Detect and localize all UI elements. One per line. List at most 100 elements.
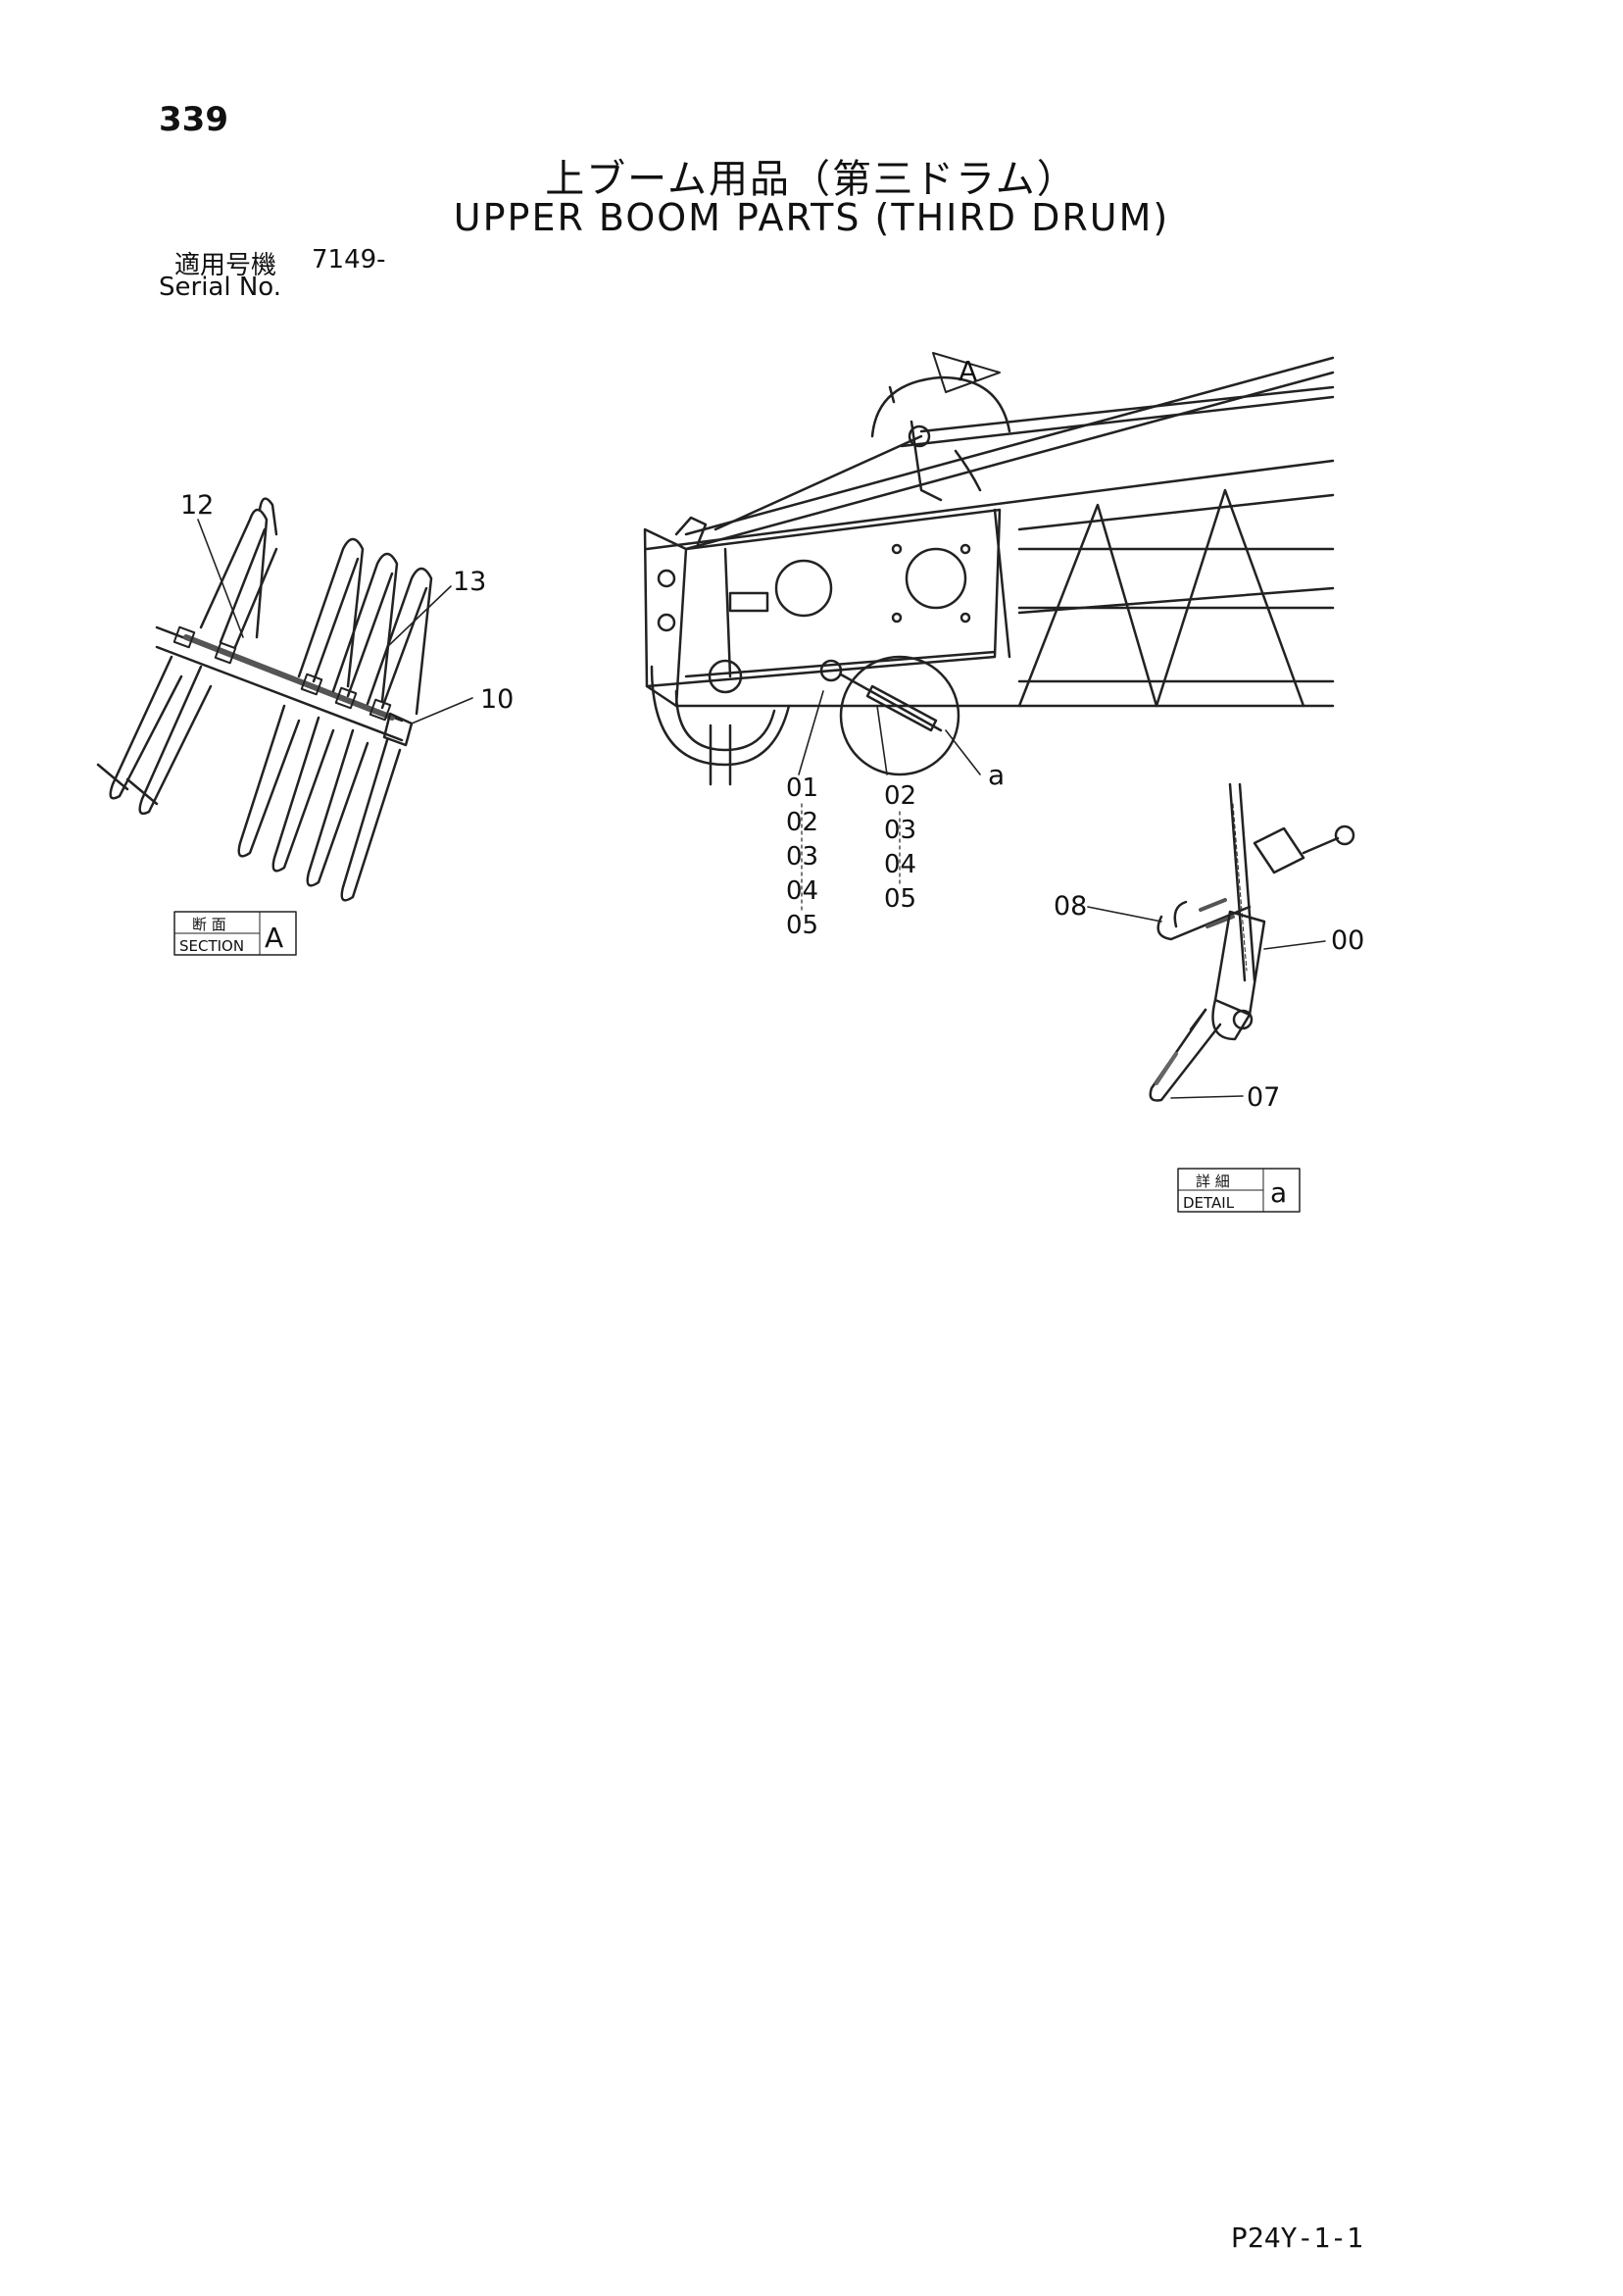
side-plate-hole-1: [774, 559, 833, 618]
part-label-08: 08: [1054, 891, 1087, 922]
sheave-lower-1: [109, 655, 183, 800]
sheave-upper-1-groove: [219, 527, 278, 649]
mast-tick: [888, 385, 896, 404]
side-bracket: [728, 591, 769, 613]
clip-bolt: [1302, 836, 1340, 855]
sheave-cluster-section-a: [96, 497, 433, 902]
part-label-00: 00: [1331, 925, 1364, 956]
lattice-rails: [1017, 547, 1335, 610]
link-07: [1149, 1008, 1222, 1102]
mast-pin: [908, 424, 931, 448]
detail-box-letter: a: [1270, 1176, 1287, 1209]
stack-dots: [801, 803, 901, 913]
detail-a-leaders: [1087, 906, 1326, 1099]
wire-clip-body: [1253, 826, 1305, 874]
serial-number-value: 7149-: [312, 245, 386, 275]
wire-rope: [1228, 782, 1256, 982]
lower-sheave-inner: [674, 689, 776, 752]
detail-callout-letter: a: [988, 759, 1005, 791]
lower-sheave: [650, 665, 791, 767]
sheave-lower-2: [138, 665, 213, 816]
sheave-upper-grooves: [312, 557, 428, 710]
wire-end-eye: [819, 659, 843, 682]
lattice-diagonals: [1017, 488, 1305, 708]
boom-pendant: [919, 385, 1335, 433]
part-label-10: 10: [480, 684, 514, 715]
boom-chord-3: [645, 459, 1335, 551]
sheave-lower-4: [271, 716, 335, 873]
link-07-shading: [1155, 1052, 1178, 1085]
lower-sheave-hub: [708, 659, 743, 694]
mast-hook: [954, 449, 982, 492]
lattice-frame-post: [993, 508, 1011, 659]
u-bolt-08: [1156, 905, 1252, 941]
detail-a-box: 詳 細 DETAIL a: [1177, 1168, 1301, 1213]
socket-pin-hole: [1232, 1009, 1254, 1030]
section-a-box: 断 面 SECTION A: [173, 911, 297, 956]
sheave-upper-3: [331, 552, 399, 703]
page-title-japanese: 上ブーム用品（第三ドラム）: [545, 157, 1078, 202]
head-hole-1: [657, 569, 676, 588]
part-label-13: 13: [453, 567, 486, 597]
part-label-12: 12: [180, 490, 214, 521]
sheave-upper-4: [366, 567, 433, 716]
sheave-upper-1: [199, 508, 269, 639]
boom-upper-chord-1: [684, 356, 1335, 536]
page-title-english: UPPER BOOM PARTS (THIRD DRUM): [453, 196, 1170, 239]
sheave-upper-2: [297, 537, 365, 688]
boom-assembly: [643, 356, 1335, 786]
serial-label-english: Serial No.: [159, 273, 281, 302]
stack-left-5: 05: [786, 911, 818, 940]
boom-lower-edge: [684, 650, 997, 678]
socket-clevis: [1211, 998, 1252, 1041]
section-a-leaders: [197, 519, 473, 724]
wire-socket-detail: [1149, 782, 1355, 1102]
serial-label-japanese: 適用号機: [174, 251, 277, 280]
footer-page-code: P24Y-1-1: [1231, 2221, 1363, 2254]
detail-box-label: DETAIL: [1183, 1194, 1235, 1212]
ref-stack-left: 01 02 03 04 05: [786, 774, 818, 940]
mast-bracket: [910, 420, 943, 502]
boom-head-rib: [723, 547, 732, 678]
bolt-3: [891, 612, 903, 624]
bolt-1: [891, 543, 903, 555]
sheave-lower-3: [237, 704, 301, 858]
boom-mast-link: [713, 434, 923, 531]
sheave-lower-6: [340, 738, 402, 902]
tip-lug: [674, 516, 708, 546]
wire-to-socket: [839, 673, 943, 732]
side-plate-hole-2: [905, 547, 967, 610]
wire-strand: [1232, 803, 1248, 972]
sheave-hubs: [172, 625, 392, 722]
u-bolt-08-curve: [1173, 900, 1188, 928]
shaft-thread: [183, 634, 395, 721]
wire-socket: [865, 684, 938, 732]
detail-box-kanji: 詳 細: [1196, 1173, 1230, 1190]
sheave-lower-rims: [96, 763, 159, 806]
page-number: 339: [159, 100, 228, 139]
boom-pendant-2: [900, 395, 1335, 448]
stack-right-1: 02: [884, 781, 916, 811]
boom-leaders: [798, 690, 981, 775]
clip-nut: [1334, 824, 1355, 846]
sheave-upper-1-top: [258, 497, 278, 536]
section-callout-a: A: [932, 352, 1001, 393]
lower-post: [709, 724, 732, 786]
boom-upper-chord-2: [684, 371, 1335, 551]
lattice-inner-box: [1017, 493, 1335, 615]
sheave-lower-5: [306, 728, 369, 887]
section-box-label: SECTION: [179, 937, 244, 955]
shaft-nut: [382, 712, 414, 747]
section-box-kanji: 断 面: [192, 916, 226, 933]
bolt-4: [959, 612, 971, 624]
stack-left-1: 01: [786, 774, 818, 803]
stack-right-4: 05: [884, 884, 916, 914]
section-callout-letter: A: [959, 355, 977, 387]
mast-sheave: [870, 375, 1011, 438]
section-box-letter: A: [265, 922, 283, 954]
head-hole-2: [657, 613, 676, 632]
part-label-07: 07: [1247, 1082, 1280, 1113]
bolt-2: [959, 543, 971, 555]
detail-circle-a: [839, 655, 960, 776]
